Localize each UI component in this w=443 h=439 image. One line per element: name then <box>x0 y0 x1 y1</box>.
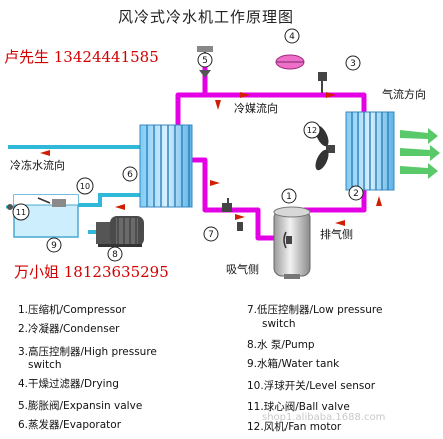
legend-item-7: 7.低压控制器/Low pressure <box>247 304 383 316</box>
marker-6 <box>122 166 138 182</box>
water-return-pipe <box>78 193 140 207</box>
marker-label-11: 11 <box>16 208 26 217</box>
component-number-markers <box>12 28 364 262</box>
compressor <box>273 206 311 279</box>
marker-11 <box>12 203 30 221</box>
legend-item-5: 5.膨胀阀/Expansin valve <box>18 400 143 412</box>
refrigerant-pipes <box>175 59 367 241</box>
legend-item-6: 6.蒸发器/Evaporator <box>18 419 122 431</box>
legend-item-9: 9.水箱/Water tank <box>247 358 340 370</box>
marker-label-7: 7 <box>208 230 214 240</box>
marker-label-6: 6 <box>127 170 133 180</box>
marker-label-10: 10 <box>80 182 90 191</box>
marker-label-12: 12 <box>307 126 317 135</box>
contact-line-2: 万小姐 18123635295 <box>14 263 169 281</box>
marker-label-3: 3 <box>350 59 356 69</box>
marker-3 <box>345 55 361 71</box>
pump <box>96 216 144 247</box>
marker-12 <box>303 121 321 139</box>
legend-item-2: 2.冷凝器/Condenser <box>18 323 120 335</box>
contact-line-1: 卢先生 13424441585 <box>4 48 159 66</box>
watermark: shop1.alibaba.1688.com <box>262 412 386 423</box>
flow-arrows <box>40 92 382 226</box>
marker-label-2: 2 <box>353 189 359 199</box>
exhaust-side-label: 排气侧 <box>320 228 353 241</box>
marker-4 <box>284 28 300 44</box>
marker-label-1: 1 <box>286 192 292 202</box>
low-pressure-switch <box>222 198 243 231</box>
drying-filter <box>275 54 305 70</box>
pipe-suction <box>187 157 278 241</box>
refrigerant-flow-label: 冷媒流向 <box>234 102 278 115</box>
high-pressure-switch <box>318 72 327 93</box>
marker-label-8: 8 <box>112 250 118 260</box>
marker-7 <box>203 226 219 242</box>
legend-item-3-cont: switch <box>28 359 62 371</box>
marker-10 <box>76 177 94 195</box>
legend-item-10: 10.浮球开关/Level sensor <box>247 380 376 392</box>
pipe-top <box>175 59 367 128</box>
diagram-title: 风冷式冷水机工作原理图 <box>118 8 295 26</box>
marker-label-5: 5 <box>202 56 208 66</box>
ball-valve <box>6 204 14 210</box>
condenser <box>345 111 395 191</box>
marker-label-9: 9 <box>51 241 57 251</box>
marker-label-4: 4 <box>289 32 295 42</box>
marker-9 <box>46 237 62 253</box>
airflow-arrows <box>400 128 440 179</box>
airflow-direction-label: 气流方向 <box>382 88 426 101</box>
marker-2 <box>348 185 364 201</box>
evaporator <box>139 124 193 208</box>
chilled-water-flow-label: 冷冻水流向 <box>10 159 65 172</box>
legend-item-11: 11.球心阀/Ball valve <box>247 401 350 413</box>
legend-item-12: 12.风机/Fan motor <box>247 421 342 433</box>
marker-1 <box>281 188 297 204</box>
legend-item-7-cont: switch <box>262 318 296 330</box>
suction-side-label: 吸气侧 <box>226 263 259 276</box>
legend-item-1: 1.压缩机/Compressor <box>18 304 126 316</box>
marker-5 <box>197 52 213 68</box>
legend-item-3: 3.高压控制器/High pressure <box>18 346 157 358</box>
legend-item-8: 8.水 泵/Pump <box>247 339 315 351</box>
legend-item-4: 4.干燥过滤器/Drying <box>18 378 119 390</box>
marker-8 <box>107 246 123 262</box>
